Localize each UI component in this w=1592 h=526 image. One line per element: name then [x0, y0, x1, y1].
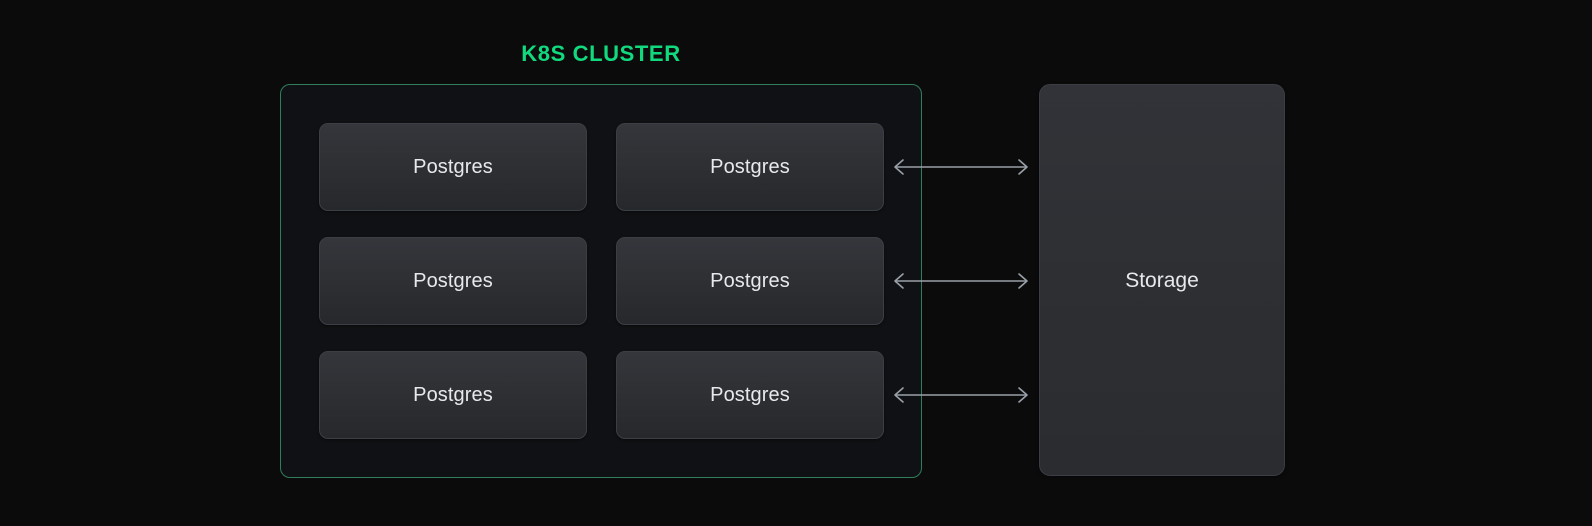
postgres-node-label: Postgres: [710, 270, 790, 292]
postgres-node[interactable]: Postgres: [319, 351, 587, 439]
postgres-node-grid: Postgres Postgres Postgres Postgres Post…: [319, 123, 884, 439]
bidirectional-arrow-icon: [890, 270, 1032, 292]
bidirectional-arrow-icon: [890, 384, 1032, 406]
postgres-node-label: Postgres: [413, 156, 493, 178]
postgres-node[interactable]: Postgres: [616, 123, 884, 211]
cluster-title: K8S CLUSTER: [521, 41, 681, 66]
storage-node[interactable]: Storage: [1039, 84, 1285, 476]
postgres-node[interactable]: Postgres: [319, 123, 587, 211]
postgres-node[interactable]: Postgres: [616, 237, 884, 325]
postgres-node[interactable]: Postgres: [319, 237, 587, 325]
postgres-node-label: Postgres: [710, 156, 790, 178]
postgres-node-label: Postgres: [710, 384, 790, 406]
storage-node-label: Storage: [1125, 268, 1199, 292]
postgres-node-label: Postgres: [413, 384, 493, 406]
bidirectional-arrow-icon: [890, 156, 1032, 178]
postgres-node[interactable]: Postgres: [616, 351, 884, 439]
postgres-node-label: Postgres: [413, 270, 493, 292]
